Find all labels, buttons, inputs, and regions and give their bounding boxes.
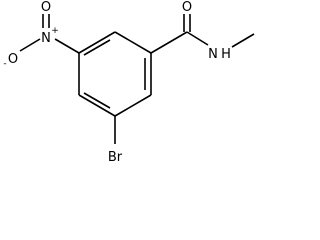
bromine-label: Br [108, 150, 123, 165]
amide-group: O N H [150, 0, 255, 62]
nitro-oxygen-charge: - [3, 59, 6, 69]
benzene-ring [78, 31, 152, 117]
nitro-oxygen-top-label: O [41, 0, 51, 15]
nitro-nitrogen-label: N [41, 31, 51, 46]
nitro-oxygen-left-label: O [8, 52, 18, 67]
ring-bond-4 [78, 94, 116, 117]
carbonyl-to-n-bond [186, 31, 209, 46]
ring-bond-6 [78, 31, 116, 54]
bromine-substituent: Br [108, 116, 123, 165]
nitro-single-bond [19, 38, 41, 52]
ring-to-nitro-bond [54, 38, 80, 54]
amide-hydrogen-label: H [221, 47, 231, 62]
structure-diagram: O N H N + O O - Br [3, 0, 255, 165]
nitro-group: N + O O - [3, 0, 80, 69]
carbonyl-oxygen-label: O [182, 0, 192, 15]
ring-bond-3 [114, 94, 152, 117]
ring-double-bond-inner-3 [83, 39, 111, 56]
ring-to-carbonyl-bond [150, 31, 188, 54]
n-methyl-bond [231, 33, 255, 48]
ring-double-bond-inner-2 [83, 92, 111, 109]
amide-nitrogen-label: N [208, 47, 218, 62]
nitro-nitrogen-charge: + [51, 26, 59, 36]
ring-bond-1 [114, 31, 152, 54]
